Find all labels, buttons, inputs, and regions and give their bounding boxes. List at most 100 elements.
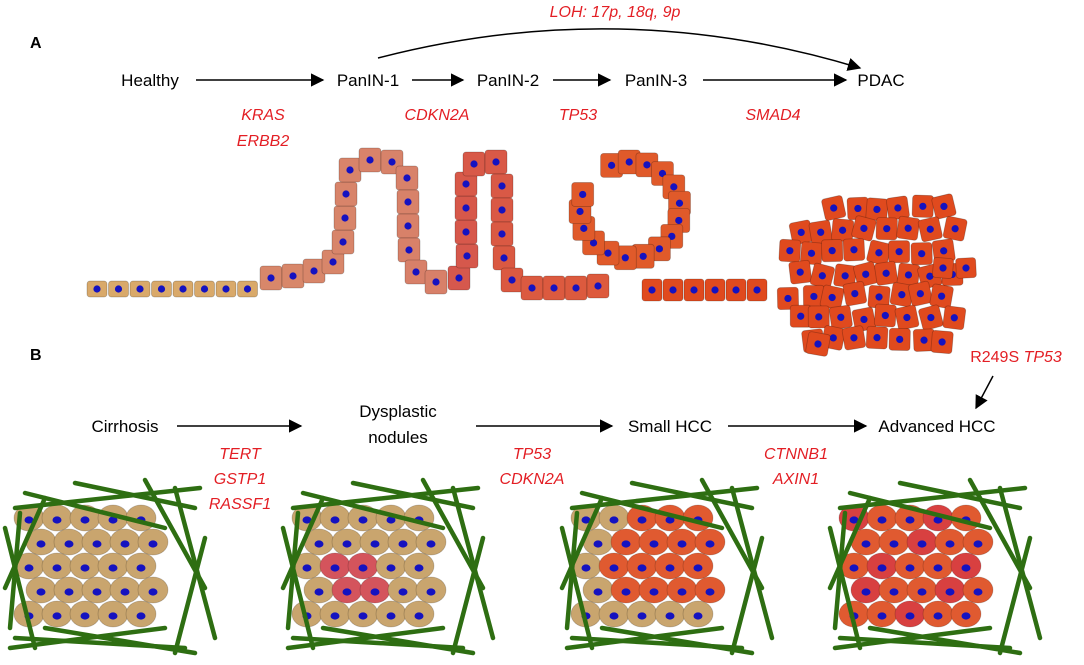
epithelial-cell <box>454 195 478 221</box>
fibrotic-band <box>559 495 605 591</box>
nucleus <box>753 286 761 294</box>
epithelial-cell <box>500 267 524 293</box>
nucleus <box>797 312 805 320</box>
nucleus <box>903 313 911 322</box>
nucleus <box>342 588 352 596</box>
nucleus <box>609 564 619 572</box>
nucleus <box>609 516 619 524</box>
epithelial-cell <box>447 265 471 291</box>
nucleus <box>889 588 899 596</box>
nucleus <box>267 274 275 282</box>
nucleus <box>814 340 822 348</box>
tumor-cell <box>873 303 897 328</box>
fibrotic-band <box>172 535 208 656</box>
tumor-cell <box>888 240 911 264</box>
nucleus <box>404 222 412 230</box>
nucleus <box>643 161 651 169</box>
nucleus <box>938 338 946 346</box>
nucleus <box>648 286 656 294</box>
nucleus <box>388 158 396 166</box>
epithelial-cell <box>490 197 514 223</box>
stage-advanced-hcc: Advanced HCC <box>878 417 995 436</box>
nucleus <box>810 292 818 301</box>
nucleus <box>572 284 580 292</box>
nucleus <box>528 284 536 292</box>
nucleus <box>92 540 102 548</box>
tumor-cell <box>778 238 802 263</box>
nucleus <box>179 285 187 293</box>
epithelial-cell <box>237 280 258 298</box>
epithelial-cell <box>484 149 508 175</box>
nucleus <box>330 612 340 620</box>
epithelial-cell <box>492 245 516 271</box>
nucleus <box>36 588 46 596</box>
nucleus <box>136 564 146 572</box>
stage-panin-1: PanIN-1 <box>337 71 399 90</box>
nucleus <box>860 224 868 232</box>
nucleus <box>136 285 144 293</box>
nucleus <box>945 588 955 596</box>
nucleus <box>426 588 436 596</box>
epithelial-cell <box>586 273 610 299</box>
tumor-cell <box>911 194 935 218</box>
tumor-cell <box>788 259 813 285</box>
nucleus <box>926 272 934 280</box>
nucleus <box>939 264 947 272</box>
epithelial-cell <box>358 147 382 173</box>
tumor-cell <box>788 219 814 246</box>
nucleus <box>841 272 849 280</box>
nucleus <box>962 264 970 272</box>
epithelial-cell <box>613 245 637 271</box>
epithelial-cell <box>704 278 726 302</box>
nucleus <box>498 230 506 238</box>
epithelial-cell <box>725 278 747 302</box>
nucleus <box>508 276 516 284</box>
fibrotic-band <box>599 625 755 656</box>
stage-healthy: Healthy <box>121 71 179 90</box>
nucleus <box>330 516 340 524</box>
nucleus <box>52 564 62 572</box>
gene-smad4: SMAD4 <box>745 107 800 124</box>
nucleus <box>80 516 90 524</box>
nucleus <box>52 612 62 620</box>
arrow-mutation <box>975 375 994 410</box>
nucleus <box>200 285 209 293</box>
epithelial-cell <box>397 237 421 263</box>
nucleus <box>157 285 166 293</box>
nucleus <box>961 612 971 620</box>
epithelial-cell <box>151 280 172 298</box>
epithelial-cell <box>334 181 358 207</box>
epithelial-cell <box>746 278 768 302</box>
fibrotic-band <box>629 480 755 511</box>
fibrotic-band <box>827 525 863 651</box>
epithelial-cell <box>338 157 362 183</box>
tumor-cell <box>807 305 830 329</box>
nucleus <box>64 540 74 548</box>
epithelial-cell <box>108 280 129 298</box>
nucleus <box>462 180 470 188</box>
epithelial-cell <box>455 243 479 269</box>
nucleus <box>580 224 588 232</box>
nucleus <box>550 284 558 292</box>
nucleus <box>403 174 411 182</box>
fibrotic-band <box>450 485 496 641</box>
nucleus <box>222 285 230 293</box>
nucleus <box>828 293 836 302</box>
nucleus <box>405 246 413 254</box>
liver-cluster <box>2 477 218 656</box>
panel-b-label: B <box>30 347 42 364</box>
tumor-cell <box>866 239 892 266</box>
nucleus <box>24 516 34 524</box>
nucleus <box>940 202 948 210</box>
nucleus <box>875 293 883 301</box>
nucleus <box>973 588 983 596</box>
epithelial-cell <box>404 259 428 285</box>
nucleus <box>52 516 62 524</box>
epithelial-cell <box>564 275 588 301</box>
nucleus <box>329 258 337 266</box>
epithelial-cell <box>641 278 663 302</box>
nucleus <box>593 588 603 596</box>
nucleus <box>370 540 380 548</box>
fibrotic-band <box>42 625 198 656</box>
pdac-tumor-mass <box>776 193 977 357</box>
